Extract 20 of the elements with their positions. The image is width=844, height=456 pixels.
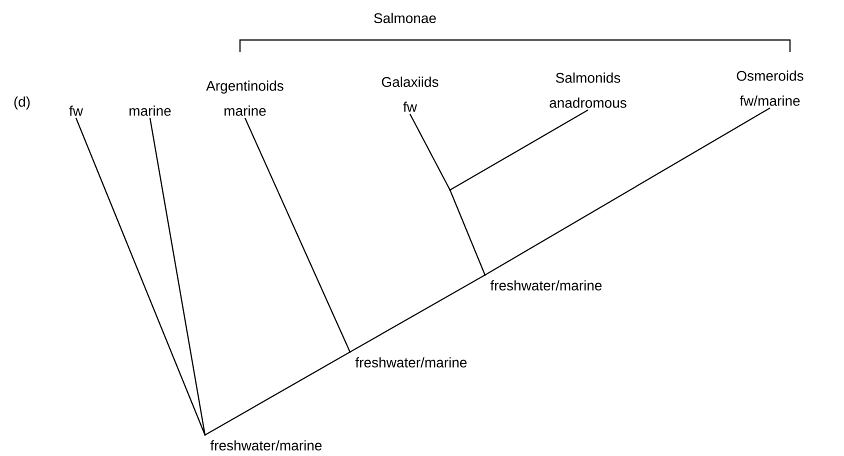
taxon-label: fw (69, 106, 84, 116)
branch-line (244, 118, 351, 352)
branch-line (409, 114, 451, 190)
taxon-label: Osmeroids fw/marine (736, 70, 804, 106)
node-label: freshwater/marine (210, 440, 322, 450)
branch-line (149, 118, 206, 436)
clade-label: Salmonae (374, 12, 436, 24)
panel-letter: (d) (14, 96, 30, 110)
branch-line (449, 190, 486, 276)
node-label: freshwater/marine (355, 357, 467, 368)
branch-line (484, 107, 770, 276)
branch-line (204, 351, 350, 436)
taxon-label: Argentinoids marine (206, 80, 284, 116)
taxon-label: Galaxiids fw (382, 76, 438, 112)
branch-line (350, 274, 486, 353)
taxon-label: Salmonids anadromous (550, 72, 626, 108)
taxon-label: marine (130, 106, 171, 116)
node-label: freshwater/marine (490, 280, 602, 290)
branch-line (75, 118, 206, 436)
branch-line (450, 109, 588, 191)
